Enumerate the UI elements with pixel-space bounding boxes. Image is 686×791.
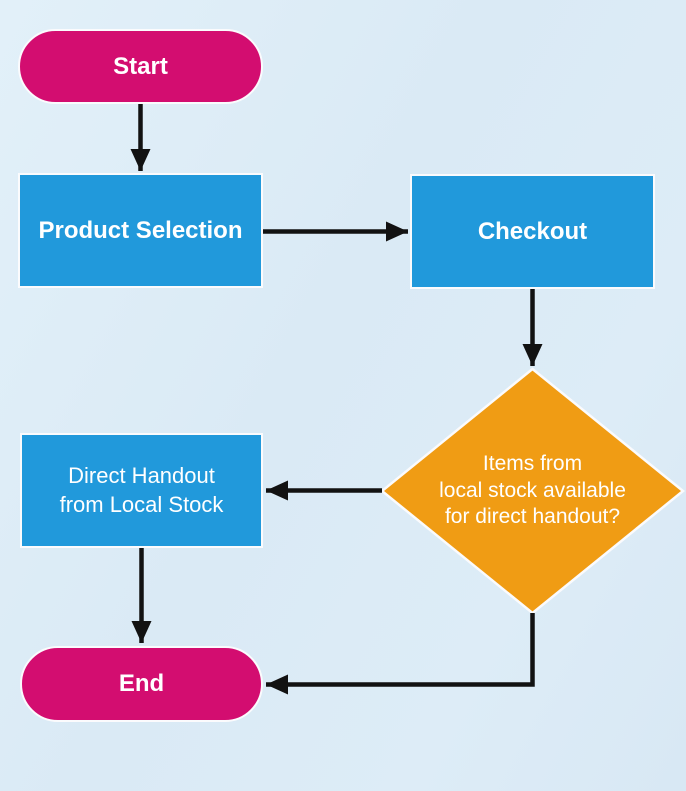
product-selection-node: Product Selection	[18, 173, 263, 288]
start-node: Start	[18, 29, 263, 104]
checkout-node-label: Checkout	[477, 217, 588, 245]
end-node: End	[20, 646, 263, 722]
direct-handout-label-line-1: Direct Handout	[68, 462, 215, 488]
direct-handout-label-line-2: from Local Stock	[59, 491, 224, 517]
checkout-node: Checkout	[410, 174, 655, 289]
end-node-label: End	[118, 670, 165, 697]
decision-label-line-2: local stock available	[439, 478, 626, 502]
decision-diamond-shape	[380, 367, 685, 615]
start-node-label: Start	[113, 52, 168, 80]
direct-handout-node: Direct Handout from Local Stock	[20, 433, 263, 548]
arrow-decision-to-end	[266, 613, 535, 695]
decision-node-label: Items from local stock available for dir…	[382, 369, 683, 613]
decision-label-line-3: for direct handout?	[444, 505, 621, 529]
product-selection-node-label: Product Selection	[38, 216, 243, 244]
direct-handout-node-label: Direct Handout from Local Stock	[60, 462, 224, 519]
decision-label-line-1: Items from	[482, 452, 583, 476]
